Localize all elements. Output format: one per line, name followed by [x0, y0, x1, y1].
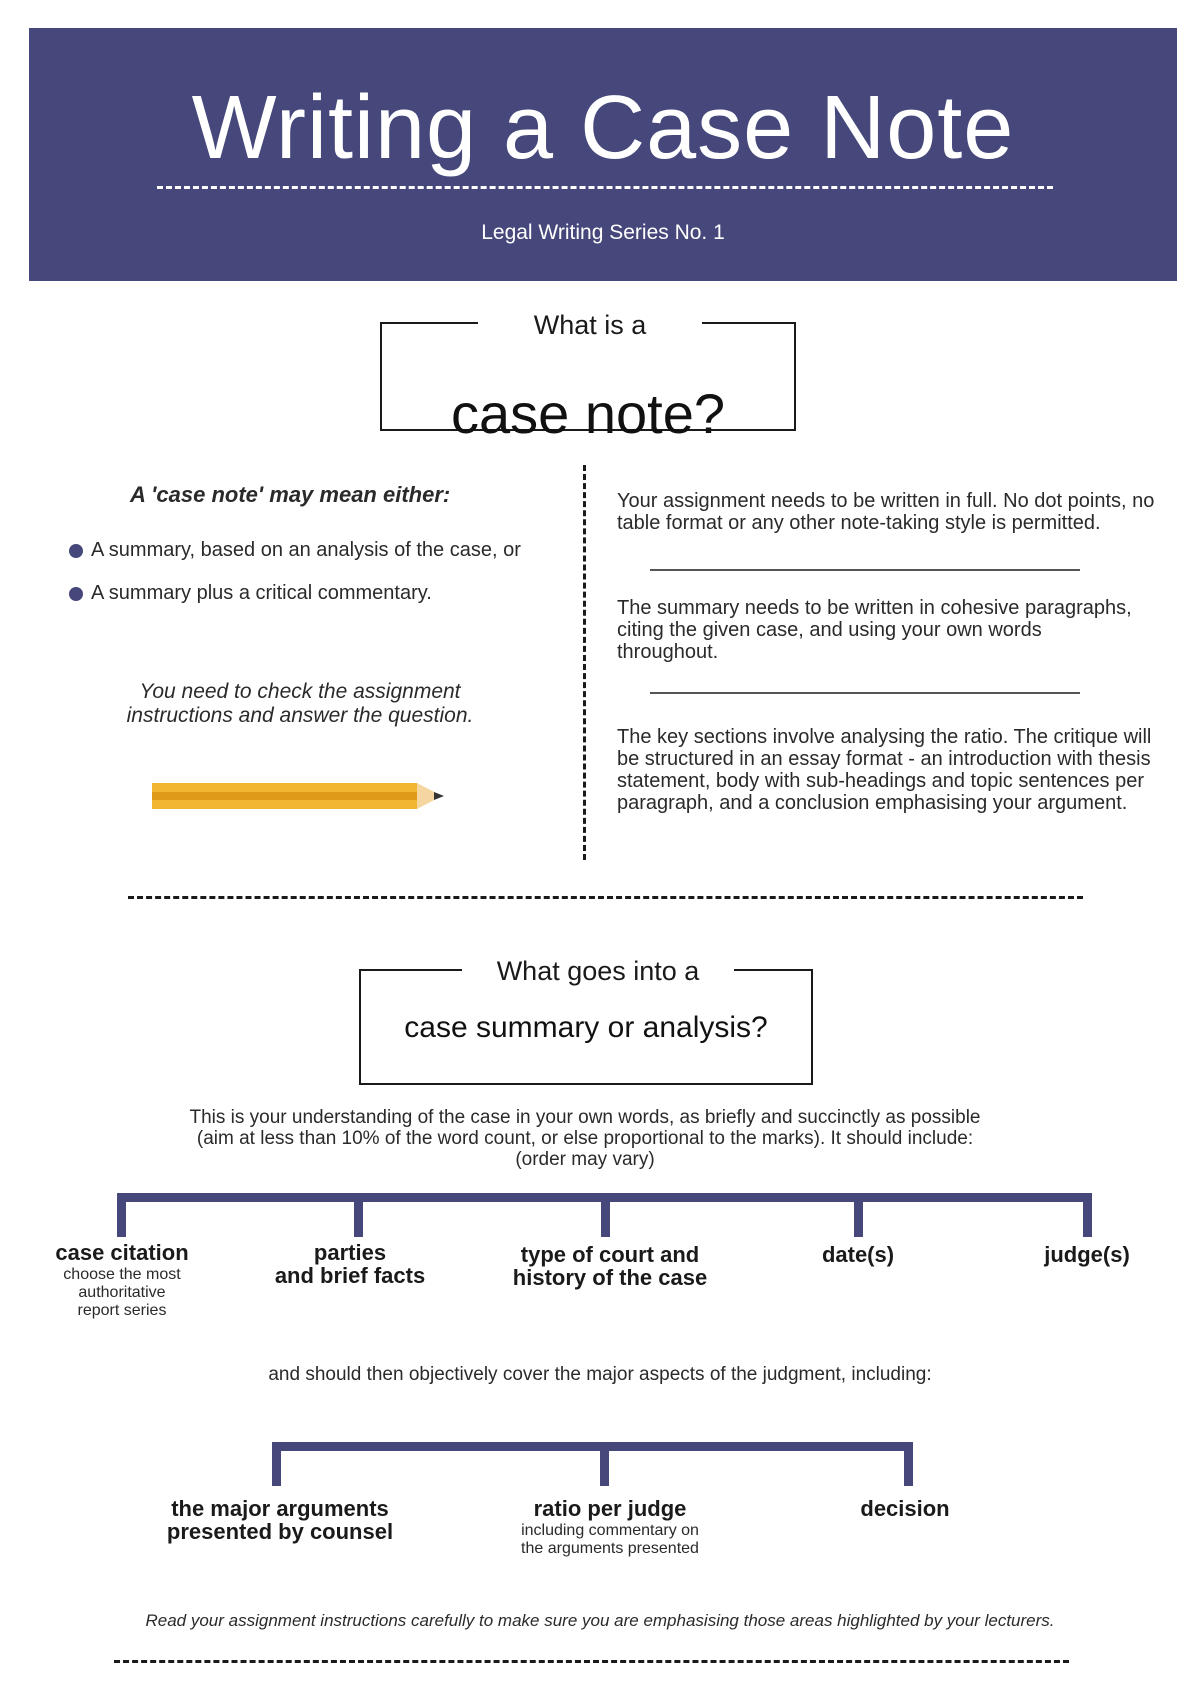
judgment-aspects-intro: and should then objectively cover the ma… — [268, 1364, 932, 1385]
timeline-item-dates: date(s) — [778, 1243, 938, 1266]
paragraph-separator — [650, 692, 1080, 694]
timeline-tick — [600, 1442, 609, 1486]
aspect-item-note: the arguments presented — [521, 1540, 699, 1557]
footer-divider — [114, 1660, 1069, 1663]
what-is-heading-main: case note? — [451, 382, 725, 445]
requirement-paragraph-2: The summary needs to be written in cohes… — [617, 597, 1132, 663]
bullet-dot-icon — [69, 544, 83, 558]
timeline-tick — [1083, 1193, 1092, 1237]
aspect-item-note: including commentary on — [521, 1522, 699, 1539]
bullet-item: A summary plus a critical commentary. — [91, 582, 432, 604]
what-goes-heading-box: case summary or analysis? — [359, 969, 813, 1085]
timeline-tick — [854, 1193, 863, 1237]
check-instructions-line2: instructions and answer the question. — [126, 704, 474, 727]
timeline-tick — [354, 1193, 363, 1237]
timeline-item-court: type of court and history of the case — [490, 1243, 730, 1289]
timeline-item-label: parties — [313, 1240, 387, 1265]
page-title: Writing a Case Note — [191, 78, 1015, 178]
page-subtitle: Legal Writing Series No. 1 — [481, 221, 725, 244]
aspect-item-label: the major arguments — [171, 1496, 389, 1521]
summary-intro-line1: This is your understanding of the case i… — [189, 1107, 981, 1128]
check-instructions-line1: You need to check the assignment — [139, 680, 461, 703]
aspect-item-ratio: ratio per judge including commentary on … — [480, 1497, 740, 1558]
requirement-paragraph-1: Your assignment needs to be written in f… — [617, 490, 1155, 534]
aspect-item-label: decision — [860, 1496, 950, 1521]
timeline-tick — [601, 1193, 610, 1237]
timeline-tick — [904, 1442, 913, 1486]
timeline-item-note: choose the most — [63, 1266, 181, 1283]
timeline-item-label: history of the case — [512, 1265, 708, 1290]
aspects-timeline-bar — [272, 1442, 913, 1451]
column-divider — [583, 465, 586, 860]
what-goes-heading-main: case summary or analysis? — [404, 1011, 768, 1044]
aspect-item-arguments: the major arguments presented by counsel — [150, 1497, 410, 1543]
check-instructions-note: You need to check the assignment instruc… — [60, 680, 540, 728]
paragraph-separator — [650, 569, 1080, 571]
what-is-heading-box: case note? — [380, 322, 796, 442]
timeline-item-parties: parties and brief facts — [250, 1241, 450, 1287]
timeline-tick — [117, 1193, 126, 1237]
section-divider — [128, 896, 1083, 899]
timeline-item-label: case citation — [55, 1240, 189, 1265]
summary-intro-line3: (order may vary) — [515, 1149, 655, 1170]
footer-note: Read your assignment instructions carefu… — [145, 1611, 1055, 1630]
header-divider — [157, 186, 1053, 189]
timeline-tick — [272, 1442, 281, 1486]
timeline-item-label: judge(s) — [1044, 1242, 1130, 1267]
timeline-item-label: type of court and — [520, 1242, 700, 1267]
what-goes-heading-top: What goes into a — [462, 956, 734, 986]
summary-intro-line2: (aim at less than 10% of the word count,… — [196, 1128, 974, 1149]
timeline-item-label: and brief facts — [274, 1263, 426, 1288]
timeline-item-note: report series — [77, 1302, 167, 1319]
timeline-item-case-citation: case citation choose the most authoritat… — [32, 1241, 212, 1320]
what-is-heading-top: What is a — [478, 310, 702, 340]
bullet-item: A summary, based on an analysis of the c… — [91, 539, 521, 561]
requirement-paragraph-3: The key sections involve analysing the r… — [617, 726, 1152, 814]
aspect-item-decision: decision — [820, 1497, 990, 1520]
header-banner: Writing a Case Note Legal Writing Series… — [29, 28, 1177, 281]
bullet-dot-icon — [69, 587, 83, 601]
summary-intro: This is your understanding of the case i… — [60, 1107, 1110, 1170]
timeline-item-note: authoritative — [78, 1284, 166, 1301]
case-note-definition-heading: A 'case note' may mean either: — [130, 482, 451, 507]
timeline-item-label: date(s) — [821, 1242, 895, 1267]
aspect-item-label: presented by counsel — [166, 1519, 394, 1544]
aspect-item-label: ratio per judge — [533, 1496, 687, 1521]
pencil-icon — [152, 783, 444, 809]
timeline-item-judges: judge(s) — [1012, 1243, 1162, 1266]
